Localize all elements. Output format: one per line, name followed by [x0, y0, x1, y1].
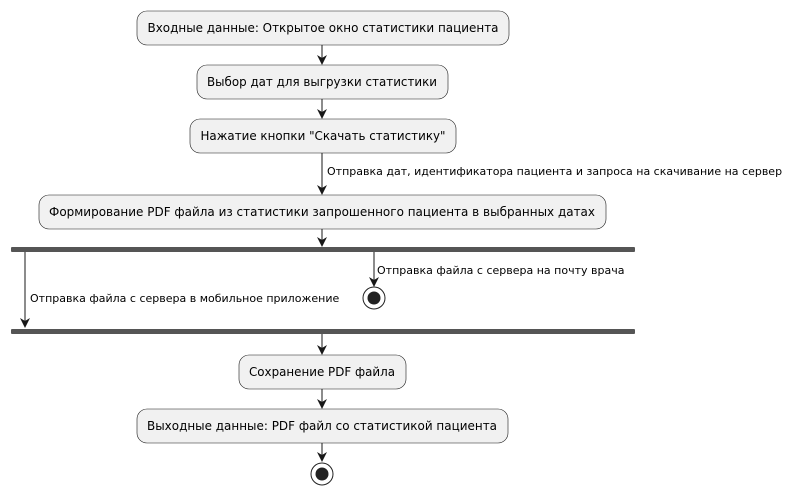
- stop-node-email-branch: [362, 286, 386, 310]
- edges: [20, 44, 379, 462]
- activity-node-output: Выходные данные: PDF файл со статистикой…: [136, 408, 509, 444]
- activity-node-input: Входные данные: Открытое окно статистики…: [136, 10, 510, 46]
- activity-node-generate-pdf: Формирование PDF файла из статистики зап…: [38, 194, 607, 230]
- node-label-select-dates: Выбор дат для выгрузки статистики: [207, 74, 437, 89]
- edge-label-to-email: Отправка файла с сервера на почту врача: [377, 264, 624, 277]
- edge-label-to-mobile: Отправка файла с сервера в мобильное при…: [30, 292, 339, 305]
- edge-label-to-server: Отправка дат, идентификатора пациента и …: [327, 165, 782, 178]
- activity-node-select-dates: Выбор дат для выгрузки статистики: [196, 64, 449, 100]
- activity-node-save-pdf: Сохранение PDF файла: [238, 354, 407, 390]
- node-label-output: Выходные данные: PDF файл со статистикой…: [147, 418, 497, 433]
- stop-node-final: [310, 462, 334, 486]
- activity-node-press-button: Нажатие кнопки "Скачать статистику": [189, 118, 457, 154]
- fork-bar: [11, 247, 635, 252]
- node-label-save-pdf: Сохранение PDF файла: [249, 364, 395, 379]
- node-label-input: Входные данные: Открытое окно статистики…: [148, 20, 499, 35]
- node-label-press-button: Нажатие кнопки "Скачать статистику": [201, 128, 446, 143]
- join-bar: [11, 329, 635, 334]
- node-label-generate-pdf: Формирование PDF файла из статистики зап…: [49, 204, 595, 219]
